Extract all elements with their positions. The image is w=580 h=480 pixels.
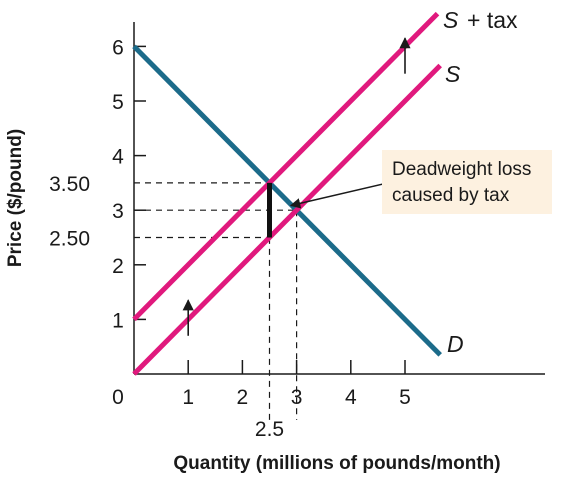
- supply-tax-curve-label-s: S: [443, 7, 459, 33]
- x-tick-label-3: 3: [291, 386, 303, 409]
- y-axis-title: Price ($/pound): [5, 129, 26, 267]
- annotation-box: [382, 150, 552, 214]
- chart-marks: [182, 37, 411, 336]
- series-line-1: [132, 63, 442, 376]
- y-tick-label-1: 1: [112, 309, 124, 332]
- x-tick-label-4: 4: [345, 386, 357, 409]
- y-tick-label-5: 5: [112, 91, 124, 114]
- annotation-line-2: caused by tax: [392, 185, 510, 206]
- x-extra-tick-label: 2.5: [255, 418, 284, 441]
- x-tick-label-2: 2: [237, 386, 249, 409]
- x-tick-label-5: 5: [399, 386, 411, 409]
- series-line-0: [132, 44, 442, 357]
- x-tick-label-1: 1: [182, 386, 194, 409]
- y-tick-label-3: 3: [112, 200, 124, 223]
- series-line-2: [132, 11, 440, 322]
- annotation-pointer-arrow: [289, 183, 384, 209]
- demand-curve-label: D: [447, 331, 464, 357]
- guide-lines: [134, 182, 298, 420]
- y-tick-label-6: 6: [112, 36, 124, 59]
- supply-tax-curve-label-rest: + tax: [467, 7, 518, 33]
- series-lines: [132, 11, 442, 376]
- y-tick-label-2: 2: [112, 255, 124, 278]
- y-tick-label-4: 4: [112, 146, 124, 169]
- x-axis-title: Quantity (millions of pounds/month): [173, 453, 500, 474]
- y-extra-tick-label-3.50: 3.50: [49, 173, 90, 196]
- annotation-line-1: Deadweight loss: [392, 159, 531, 180]
- origin-label: 0: [112, 386, 124, 409]
- y-extra-tick-label-2.50: 2.50: [49, 228, 90, 251]
- supply-curve-label: S: [445, 61, 461, 87]
